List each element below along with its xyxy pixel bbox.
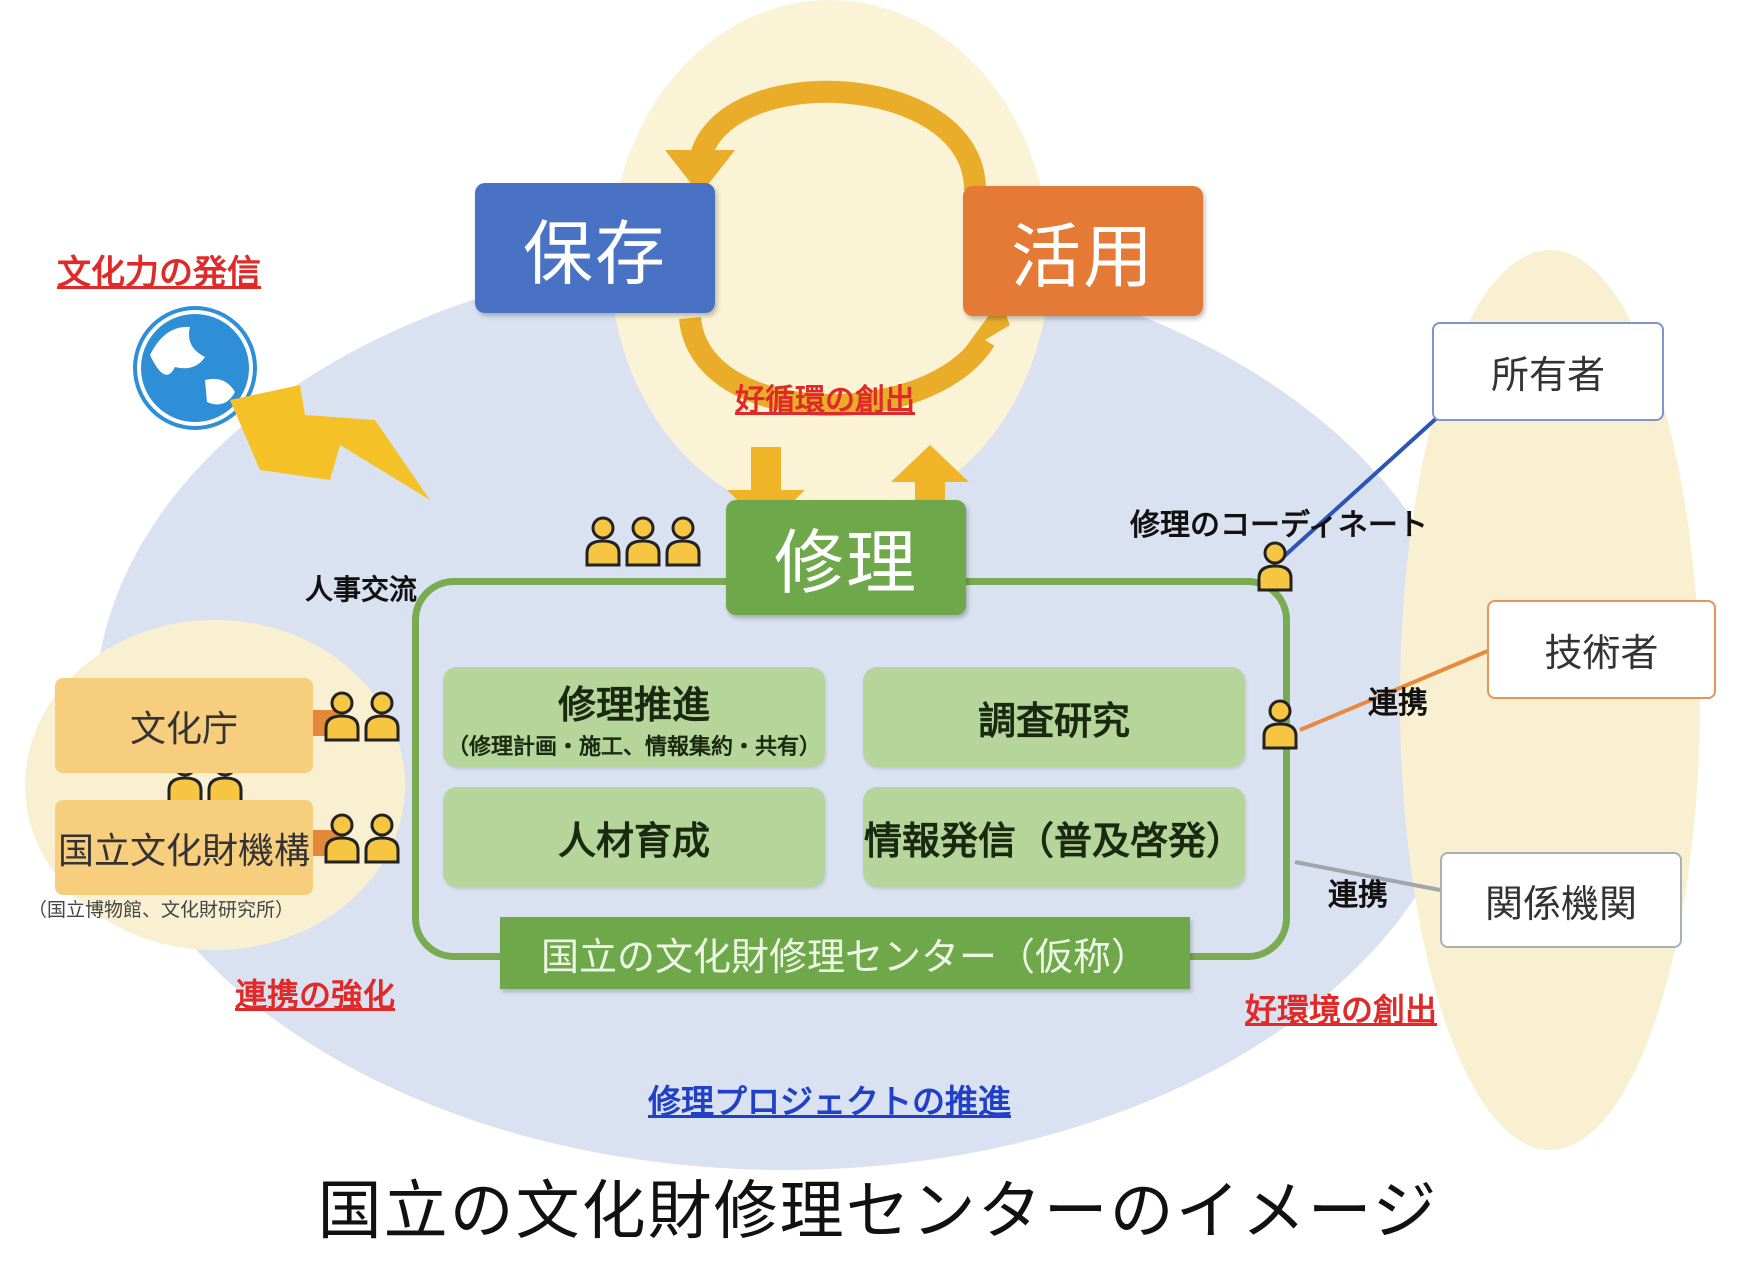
function-outreach: 情報発信（普及啓発） (863, 787, 1245, 887)
function-repair-promotion: 修理推進 （修理計画・施工、情報集約・共有） (443, 667, 825, 767)
agency-label: 文化庁 (129, 708, 238, 750)
people-group-left-2 (322, 812, 402, 864)
person-icon (585, 516, 621, 567)
institute-note: （国立博物館、文化財研究所） (28, 899, 295, 921)
promotion-subtitle: （修理計画・施工、情報集約・共有） (446, 734, 821, 760)
cycle-arrowhead-top (665, 150, 735, 195)
preserve-label: 保存 (523, 212, 667, 295)
personnel-exchange-label: 人事交流 (305, 573, 418, 606)
person-tech (1260, 698, 1300, 750)
person-coordinate (1255, 540, 1295, 592)
preserve-box: 保存 (475, 183, 715, 313)
person-icon (364, 691, 400, 742)
globe-icon (133, 306, 257, 430)
lightning-bolt (230, 385, 430, 500)
center-name-bar: 国立の文化財修理センター（仮称） (500, 917, 1190, 989)
environment-label: 好環境の創出 (1245, 991, 1438, 1029)
outreach-label: 情報発信（普及啓発） (863, 818, 1244, 863)
research-label: 調査研究 (977, 698, 1130, 743)
up-arrow (891, 445, 969, 520)
tech-line (1299, 648, 1491, 732)
center-name: 国立の文化財修理センター（仮称） (540, 934, 1149, 979)
cycle-arrow-bottom (679, 316, 995, 416)
coordinate-label: 修理のコーディネート (1130, 508, 1428, 543)
national-institute-box: 国立文化財機構 (55, 800, 313, 895)
technician-box: 技術者 (1487, 600, 1716, 699)
function-research: 調査研究 (863, 667, 1245, 767)
person-icon (625, 516, 661, 567)
related-institutions-box: 関係機関 (1440, 852, 1682, 948)
strengthen-label: 連携の強化 (235, 976, 396, 1014)
owner-box: 所有者 (1432, 322, 1664, 421)
person-icon (665, 516, 701, 567)
repair-label: 修理 (774, 522, 918, 604)
caption: 国立の文化財修理センターのイメージ (317, 1175, 1439, 1249)
person-icon (1262, 699, 1298, 750)
person-icon (364, 813, 400, 864)
collab-label-1: 連携 (1368, 686, 1428, 721)
person-icon (1257, 541, 1293, 592)
virtuous-cycle-label: 好循環の創出 (735, 383, 915, 418)
national-institute-label: 国立文化財機構 (57, 830, 310, 872)
collab-label-2: 連携 (1328, 878, 1388, 913)
center-frame (412, 578, 1290, 960)
person-icon (324, 813, 360, 864)
project-label: 修理プロジェクトの推進 (648, 1082, 1011, 1121)
promotion-title: 修理推進 (557, 682, 710, 727)
culture-power-label: 文化力の発信 (57, 253, 261, 293)
repair-box: 修理 (726, 500, 966, 615)
technician-label: 技術者 (1544, 631, 1659, 675)
cycle-arrow-top (689, 80, 986, 191)
agency-for-cultural-affairs-box: 文化庁 (55, 678, 313, 773)
function-training: 人材育成 (443, 787, 825, 887)
utilize-box: 活用 (963, 186, 1203, 316)
training-label: 人材育成 (557, 818, 710, 863)
people-group-top (583, 515, 703, 567)
owner-label: 所有者 (1490, 353, 1605, 397)
utilize-label: 活用 (1011, 215, 1155, 298)
related-label: 関係機関 (1484, 881, 1637, 926)
owner-line (1278, 413, 1442, 562)
person-icon (324, 691, 360, 742)
agency-line (1294, 860, 1441, 892)
people-group-left-1 (322, 690, 402, 742)
